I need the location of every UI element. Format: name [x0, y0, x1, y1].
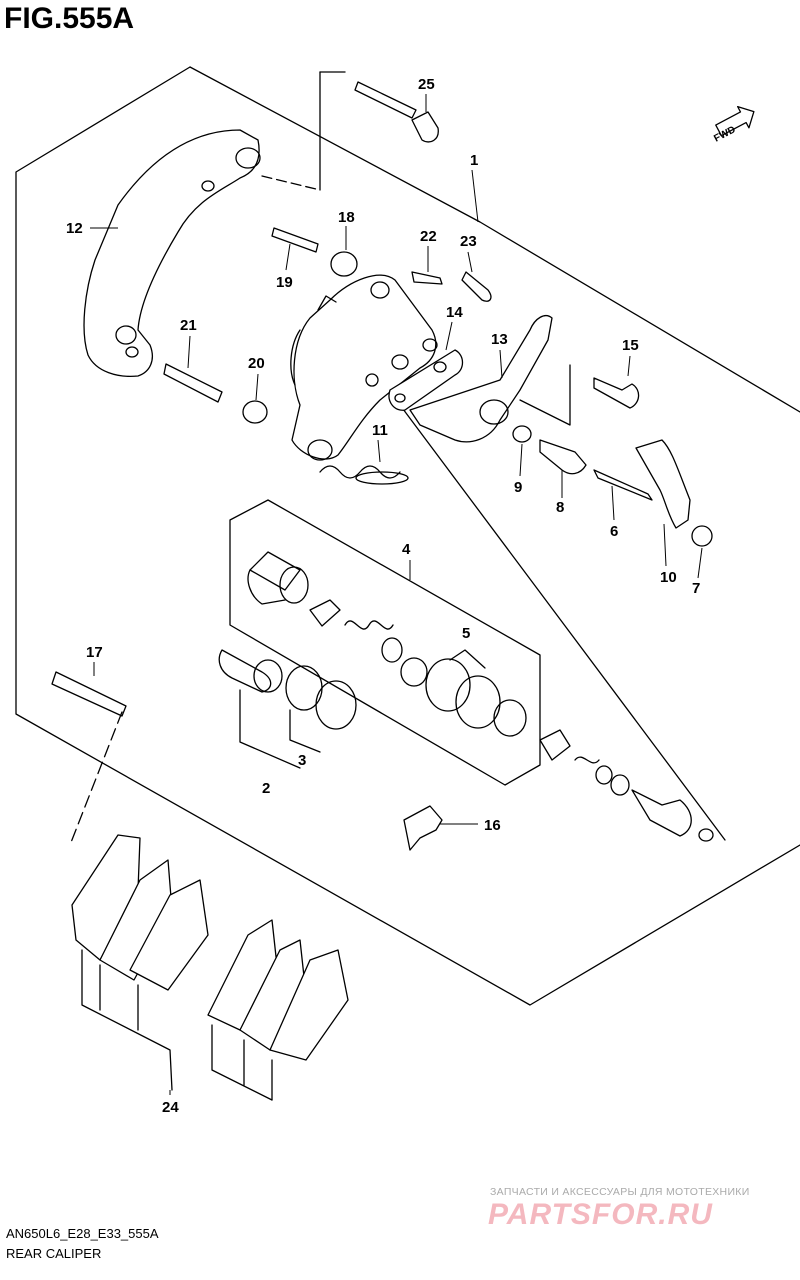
figure-title: FIG.555A [4, 2, 135, 35]
plate-14 [388, 349, 464, 411]
callout-8: 8 [556, 499, 564, 516]
callout-1: 1 [470, 152, 478, 169]
callout-16: 16 [484, 817, 501, 834]
callout-18: 18 [338, 209, 355, 226]
spring-4 [344, 620, 394, 630]
bolt-25 [354, 81, 439, 143]
bolt-15 [593, 377, 640, 409]
callout-20: 20 [248, 355, 265, 372]
figure-name: REAR CALIPER [6, 1246, 102, 1261]
cap-23 [461, 271, 492, 302]
callout-19: 19 [276, 274, 293, 291]
watermark-brand: PARTSFOR.RU [488, 1198, 713, 1231]
callout-24: 24 [162, 1099, 179, 1116]
callout-22: 22 [420, 228, 437, 245]
clip-16 [403, 805, 443, 851]
piston-2 [218, 649, 283, 693]
seal-3b [315, 680, 357, 730]
callout-10: 10 [660, 569, 677, 586]
boot-20 [242, 400, 268, 424]
callout-2: 2 [262, 780, 270, 797]
assembly-outline-top [189, 66, 800, 413]
callout-9: 9 [514, 479, 522, 496]
callout-7: 7 [692, 580, 700, 597]
lever-10 [635, 439, 691, 529]
callout-6: 6 [610, 523, 618, 540]
pin-21 [163, 363, 223, 403]
bleeder-22 [411, 271, 443, 285]
callout-25: 25 [418, 76, 435, 93]
caliper-body [290, 274, 438, 461]
piston-group-outline [229, 499, 541, 786]
callout-5: 5 [462, 625, 470, 642]
piston-4 [247, 551, 309, 605]
fwd-arrow-icon [715, 105, 755, 137]
assembly-outline [15, 66, 800, 1006]
callout-14: 14 [446, 304, 463, 321]
seal-5b [455, 675, 501, 729]
pin-19 [271, 227, 319, 253]
callout-3: 3 [298, 752, 306, 769]
o-ring-9 [512, 425, 532, 443]
pin-17 [51, 671, 127, 717]
callout-21: 21 [180, 317, 197, 334]
callout-4: 4 [402, 541, 411, 558]
callout-23: 23 [460, 233, 477, 250]
callout-15: 15 [622, 337, 639, 354]
spring-11 [319, 465, 401, 479]
callout-13: 13 [491, 331, 508, 348]
nut-7 [691, 525, 713, 547]
arm-13 [409, 315, 553, 443]
fwd-label: FWD [712, 124, 737, 144]
boot-18 [330, 251, 358, 277]
adjuster-8 [539, 439, 587, 475]
callout-17: 17 [86, 644, 103, 661]
figure-code: AN650L6_E28_E33_555A [6, 1226, 159, 1241]
callout-11: 11 [372, 422, 388, 439]
callout-12: 12 [66, 220, 83, 237]
caliper-bracket [83, 129, 261, 378]
brake-pad-set [71, 834, 349, 1061]
watermark-tagline: ЗАПЧАСТИ И АКСЕССУАРЫ ДЛЯ МОТОТЕХНИКИ [490, 1186, 750, 1198]
seal-5a [425, 658, 471, 712]
rod-6 [593, 469, 653, 501]
